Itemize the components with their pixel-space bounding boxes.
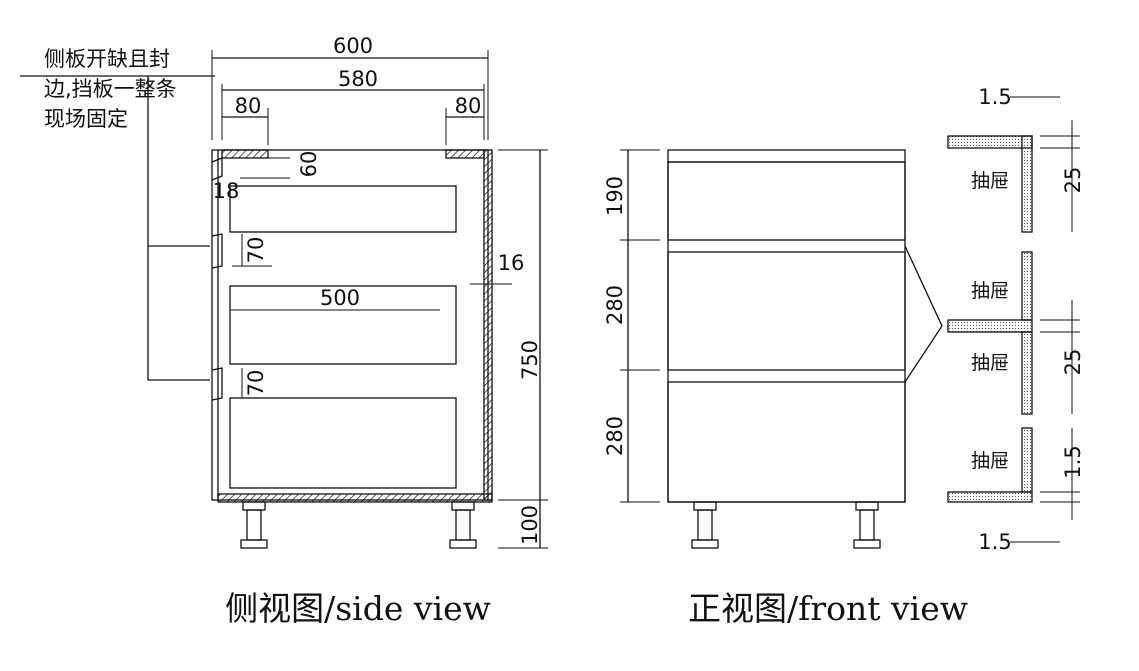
- drawer-label-2: 抽屉: [971, 280, 1009, 302]
- drawer-front-3: [667, 381, 906, 503]
- detail-callout: [904, 245, 943, 383]
- dim-1-5-top: 1.5: [978, 85, 1011, 109]
- drawer-front-2: [667, 251, 906, 371]
- profile-detail: [947, 135, 1033, 503]
- dim-280-upper: 280: [603, 285, 627, 325]
- dim-18: 18: [213, 179, 240, 203]
- dim-70-upper: 70: [244, 237, 268, 264]
- dim-1-5-bottom: 1.5: [978, 530, 1011, 554]
- note-line-2: 边,挡板一整条: [44, 77, 177, 101]
- dim-600: 600: [333, 34, 373, 58]
- dim-25-upper: 25: [1061, 167, 1085, 194]
- front-leg-left: [691, 501, 719, 549]
- drawer-box-2: [229, 285, 457, 365]
- note-line-3: 现场固定: [44, 107, 128, 131]
- handle-lower: [211, 367, 223, 401]
- drawer-label-1: 抽屉: [971, 170, 1009, 192]
- dim-190: 190: [603, 176, 627, 216]
- side-carcass: [211, 149, 489, 501]
- drawer-front-1: [667, 161, 906, 241]
- note-leader-upper: [147, 76, 210, 247]
- top-rail-front: [221, 149, 269, 159]
- bottom-panel: [217, 493, 493, 503]
- dim-100: 100: [518, 505, 542, 545]
- handle-top: [211, 157, 223, 181]
- drawer-box-3: [229, 397, 457, 489]
- drawer-label-3: 抽屉: [971, 352, 1009, 374]
- dim-580: 580: [338, 67, 378, 91]
- front-view: [620, 96, 1080, 549]
- side-panel-note: 侧板开缺且封 边,挡板一整条 现场固定: [44, 44, 212, 134]
- leg-front: [240, 501, 268, 549]
- dim-70-lower: 70: [244, 370, 268, 397]
- front-leg-right: [853, 501, 881, 549]
- dim-500: 500: [320, 286, 360, 310]
- dim-280-lower: 280: [603, 416, 627, 456]
- dim-750: 750: [518, 340, 542, 380]
- dim-80-right: 80: [455, 94, 482, 118]
- dim-80-left: 80: [235, 94, 262, 118]
- side-view-caption: 侧视图/side view: [225, 589, 491, 628]
- dim-16: 16: [498, 251, 525, 275]
- front-carcass: [667, 149, 906, 503]
- leg-back: [449, 501, 477, 549]
- drawer-box-1: [229, 185, 457, 233]
- handle-upper: [211, 233, 223, 269]
- dim-60: 60: [297, 151, 321, 178]
- note-line-1: 侧板开缺且封: [44, 47, 170, 71]
- drawer-label-4: 抽屉: [971, 450, 1009, 472]
- front-view-caption: 正视图/front view: [688, 589, 968, 628]
- dim-25-lower: 25: [1061, 349, 1085, 376]
- back-panel: [483, 149, 493, 501]
- note-leader-lower: [147, 246, 210, 381]
- side-view: [20, 50, 548, 549]
- top-rail-back: [445, 149, 485, 159]
- dim-1-5-side: 1.5: [1061, 445, 1085, 478]
